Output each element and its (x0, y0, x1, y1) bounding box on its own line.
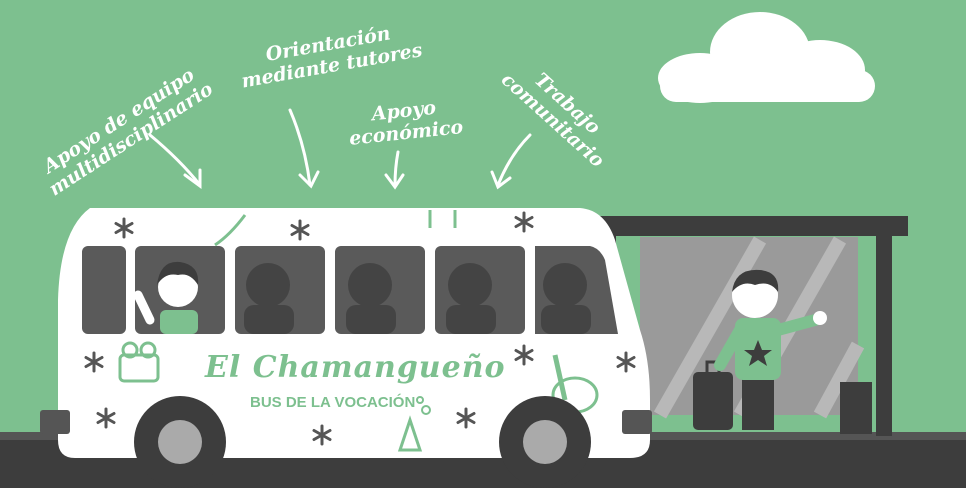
cloud (658, 12, 875, 103)
bus-name: El Chamangueño (205, 350, 506, 385)
arrows (148, 108, 532, 190)
bus (40, 208, 652, 488)
rear-wheel (134, 396, 226, 488)
bus-subtitle: BUS DE LA VOCACIÓN (250, 394, 416, 411)
girl-in-window (133, 261, 199, 334)
waving-boy (693, 269, 827, 430)
front-wheel (499, 396, 591, 488)
